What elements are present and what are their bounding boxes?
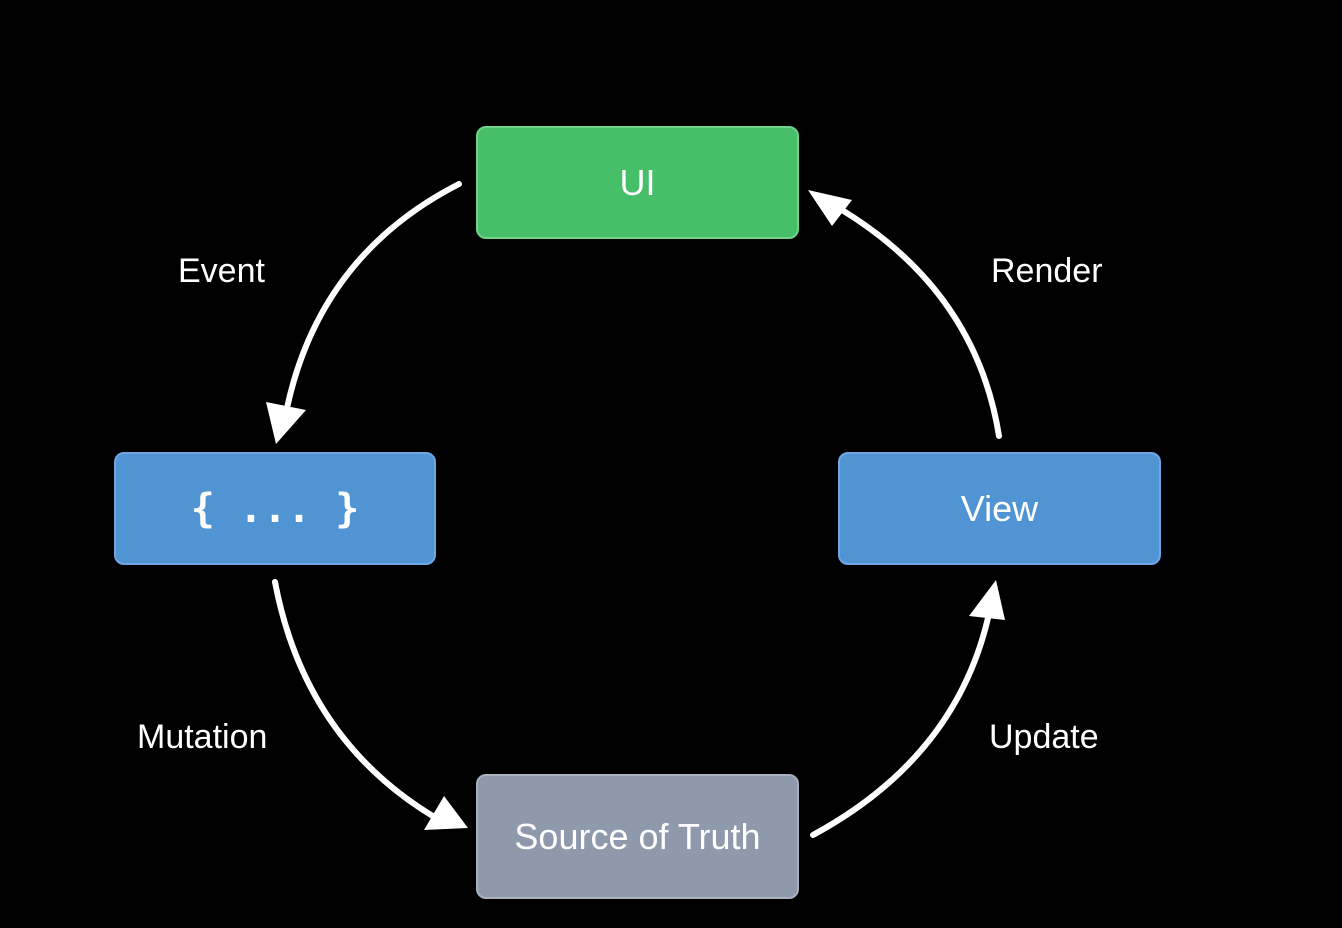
node-action-label: { ... } xyxy=(190,485,360,532)
event-arrow-line xyxy=(284,181,462,411)
render-arrow-line xyxy=(839,207,1002,439)
edge-label-render: Render xyxy=(991,252,1103,290)
node-view-label: View xyxy=(960,487,1039,529)
edge-label-mutation: Mutation xyxy=(137,718,268,756)
edge-label-event: Event xyxy=(178,252,265,290)
node-ui: UI xyxy=(476,126,799,239)
edge-label-update: Update xyxy=(989,718,1099,756)
node-source-of-truth: Source of Truth xyxy=(476,774,799,899)
render-arrowhead xyxy=(808,190,852,226)
mutation-arrowhead xyxy=(424,796,468,830)
node-view: View xyxy=(838,452,1161,565)
event-arrowhead xyxy=(266,402,306,444)
node-ui-label: UI xyxy=(619,161,656,203)
update-arrowhead xyxy=(969,580,1005,620)
node-action: { ... } xyxy=(114,452,436,565)
mutation-arrow-line xyxy=(272,579,439,821)
update-arrow-line xyxy=(810,615,991,838)
node-source-of-truth-label: Source of Truth xyxy=(514,815,761,857)
